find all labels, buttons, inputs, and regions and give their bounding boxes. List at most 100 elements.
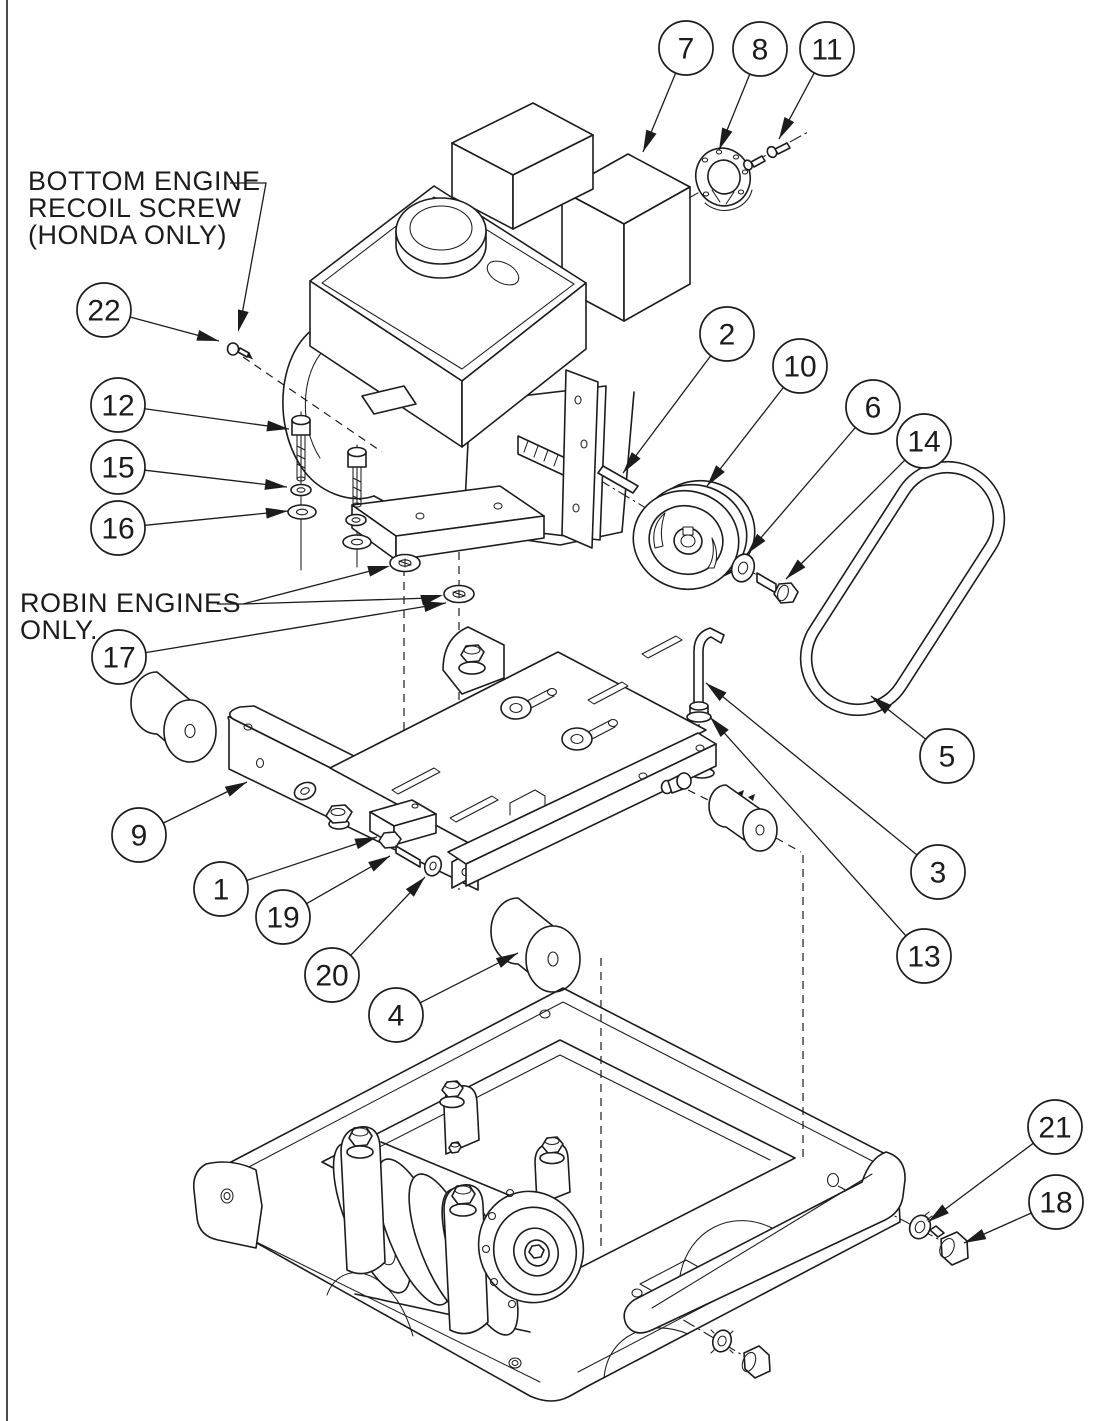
leader-arrowhead xyxy=(779,117,795,139)
note-honda-line-2: RECOIL SCREW xyxy=(28,193,242,223)
leader-line xyxy=(622,355,712,474)
leader-arrowhead xyxy=(368,856,390,872)
callout-number: 20 xyxy=(315,960,348,993)
ignition-flange xyxy=(695,147,753,211)
callout-number: 5 xyxy=(939,741,956,774)
callout-number: 14 xyxy=(907,426,940,459)
leader-line xyxy=(144,510,289,526)
air-cleaner-box xyxy=(451,102,594,230)
callout-11: 11 xyxy=(778,21,855,140)
leader-arrowhead xyxy=(964,1229,987,1243)
leader-arrowhead xyxy=(224,782,247,797)
exciter-pulley xyxy=(477,1188,585,1309)
engine-assembly xyxy=(282,102,691,561)
callout-4: 4 xyxy=(368,952,519,1043)
callout-number: 4 xyxy=(388,1000,405,1033)
leader-line xyxy=(144,469,288,488)
leader-line xyxy=(246,836,378,882)
exciter-assembly xyxy=(332,1080,585,1336)
callout-number: 17 xyxy=(102,642,135,675)
robin-washer-b xyxy=(443,584,475,604)
callout-number: 3 xyxy=(930,857,947,890)
flat-washer-16a xyxy=(287,504,317,520)
fuel-tank xyxy=(309,185,587,448)
callout-number: 15 xyxy=(101,452,134,485)
engine-pulley xyxy=(632,479,756,591)
leader-arrowhead xyxy=(719,127,733,150)
exciter-bolt-front-right xyxy=(449,1184,477,1217)
callout-number: 13 xyxy=(907,941,940,974)
callout-balloon xyxy=(732,21,788,77)
callout-balloon xyxy=(90,500,146,556)
callout-balloon xyxy=(304,947,360,1003)
callout-16: 16 xyxy=(90,500,289,556)
engine-mount-hardware xyxy=(287,414,475,604)
fuel-cap xyxy=(395,197,487,279)
callout-21: 21 xyxy=(927,1099,1083,1223)
exciter-bolt-front-left xyxy=(346,1126,374,1159)
engine-foot xyxy=(351,485,545,561)
v-belt xyxy=(799,460,1006,717)
flange-screws xyxy=(743,142,791,171)
deck-corner-tab xyxy=(442,626,505,695)
callout-balloon xyxy=(111,807,167,863)
recoil-screw xyxy=(226,342,253,360)
callout-7: 7 xyxy=(642,20,714,153)
callout-balloon xyxy=(699,306,755,362)
callout-balloon xyxy=(919,728,975,784)
lock-washer-15a xyxy=(290,483,312,497)
callout-number: 22 xyxy=(87,295,120,328)
callout-balloon xyxy=(772,338,828,394)
leader-arrowhead xyxy=(354,837,377,850)
bolt-12a xyxy=(291,414,311,482)
leader-arrowhead xyxy=(495,953,518,968)
leader-arrowhead xyxy=(706,683,727,702)
leader-arrowhead xyxy=(710,717,729,738)
leader-arrowhead xyxy=(265,507,288,519)
flange-nut-upper xyxy=(686,701,712,723)
exciter-bolt-back-left xyxy=(439,1080,465,1109)
callout-14: 14 xyxy=(785,413,952,580)
callout-balloon xyxy=(255,889,311,945)
callout-balloon xyxy=(368,987,424,1043)
callout-number: 18 xyxy=(1039,1187,1072,1220)
note-robin-line-1: ROBIN ENGINES xyxy=(20,588,241,618)
leader-line xyxy=(705,682,918,856)
callout-balloon xyxy=(76,282,132,338)
callout-10: 10 xyxy=(706,338,828,487)
leader-arrowhead xyxy=(707,465,725,486)
callout-8: 8 xyxy=(718,21,788,151)
leader-arrowhead xyxy=(871,696,892,714)
callout-3: 3 xyxy=(705,682,966,900)
callout-balloon xyxy=(896,413,952,469)
rubber-mount-right xyxy=(708,784,778,852)
leader-arrowhead xyxy=(196,329,219,341)
bottom-washer-bolt xyxy=(710,1329,771,1379)
callout-13: 13 xyxy=(709,716,952,984)
callout-number: 16 xyxy=(101,513,134,546)
leader-line xyxy=(709,716,907,937)
leader-arrowhead xyxy=(238,309,249,332)
callout-6: 6 xyxy=(746,379,901,555)
robin-washer-a xyxy=(389,553,421,573)
callout-number: 6 xyxy=(865,392,882,425)
callout-balloon xyxy=(658,20,714,76)
leader-line xyxy=(746,427,856,555)
shaft-key xyxy=(597,465,639,494)
callout-number: 1 xyxy=(213,874,230,907)
engine-side-bracket xyxy=(561,369,599,549)
callout-balloon xyxy=(91,629,147,685)
callout-number: 11 xyxy=(811,34,842,67)
flat-washer-16b xyxy=(342,534,372,550)
leader-arrowhead xyxy=(367,566,390,577)
callout-balloon xyxy=(193,861,249,917)
leader-arrowhead xyxy=(266,420,289,432)
callout-12: 12 xyxy=(90,377,290,433)
leader-arrowhead xyxy=(786,559,806,579)
leader-arrowhead xyxy=(623,452,641,473)
note-leader-line xyxy=(230,182,267,321)
